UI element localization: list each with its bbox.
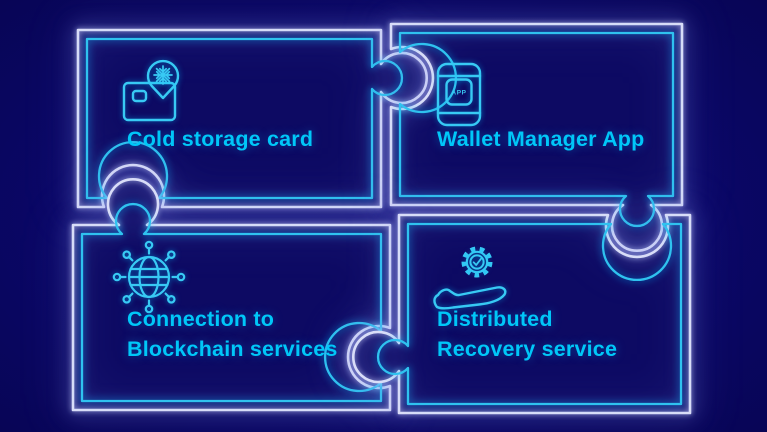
app-badge-text: APP <box>451 90 466 97</box>
hand-gear-icon <box>433 246 507 310</box>
label-cold-storage-card: Cold storage card <box>127 124 313 154</box>
label-line: Connection to <box>127 307 275 331</box>
piece-background <box>353 215 690 413</box>
piece-outer-outline <box>389 22 684 252</box>
label-connection-blockchain: Connection to Blockchain services <box>127 304 338 364</box>
label-line: Recovery service <box>437 337 618 361</box>
piece-inner-outline <box>376 222 683 406</box>
snowflake-card-icon <box>122 59 180 122</box>
label-distributed-recovery: Distributed Recovery service <box>437 304 617 364</box>
label-line: Cold storage card <box>127 127 314 151</box>
wallet-app-phone-icon: APP <box>436 62 482 127</box>
snowflake-glyph <box>153 65 173 85</box>
piece-inner-outline <box>80 202 383 403</box>
label-line: Distributed <box>437 307 553 331</box>
gear-with-check <box>461 246 493 278</box>
piece-outer-outline <box>71 178 392 412</box>
label-wallet-manager-app: Wallet Manager App <box>437 124 644 154</box>
piece-inner-outline <box>398 31 675 228</box>
piece-inner-outline <box>85 37 404 200</box>
label-line: Blockchain services <box>127 337 338 361</box>
puzzle-piece-distributed-recovery <box>352 213 692 415</box>
piece-background <box>73 179 390 410</box>
network-node-spokes <box>112 240 186 314</box>
open-hand <box>433 286 507 310</box>
puzzle-piece-connection-blockchain <box>71 178 392 412</box>
puzzle-piece-wallet-manager-app: APP <box>389 22 684 252</box>
label-line: Wallet Manager App <box>437 127 645 151</box>
puzzle-piece-cold-storage-card <box>76 28 428 209</box>
piece-outer-outline <box>352 213 692 415</box>
blockchain-globe-icon <box>112 240 186 314</box>
